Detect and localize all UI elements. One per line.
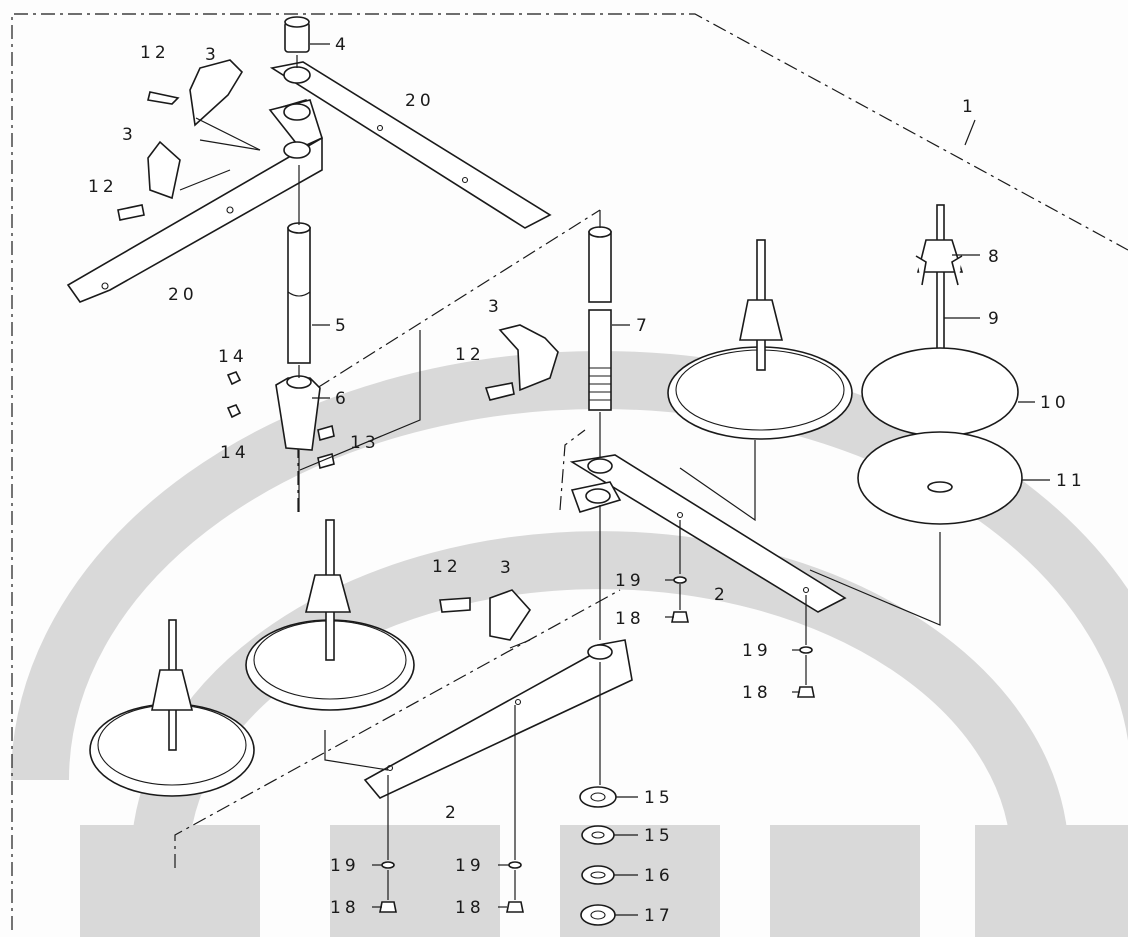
callout-19-c: 19 [330,856,360,876]
callout-18-b: 18 [742,683,772,703]
callout-3-d: 3 [500,558,515,578]
callout-6: 6 [335,389,350,409]
callout-18-c: 18 [330,898,360,918]
callout-18-a: 18 [615,609,645,629]
spool-holder-left-2 [245,519,415,711]
spool-holder-middle [667,239,853,440]
callout-19-a: 19 [615,571,645,591]
callout-1: 1 [962,97,977,117]
callout-2-right: 2 [714,585,729,605]
callout-12-c: 12 [455,345,485,365]
assembly-boundary [11,13,1128,930]
callout-2-left: 2 [445,803,460,823]
group-divider-lower [174,589,621,868]
spool-assembly-right [857,204,1023,525]
washer-stack [579,786,617,926]
callout-20-a: 20 [405,91,435,111]
collar-part [226,370,335,470]
callout-4: 4 [335,35,350,55]
callout-3-a: 3 [205,45,220,65]
callout-12-b: 12 [88,177,118,197]
nut-washer-set [379,576,815,913]
arm-lower-right [569,454,847,613]
bushing-part [284,16,310,53]
callout-9: 9 [988,309,1003,329]
callout-5: 5 [335,316,350,336]
callout-11: 11 [1056,471,1086,491]
callout-12-d: 12 [432,557,462,577]
callout-8: 8 [988,247,1003,267]
clamp-group-upper [117,59,261,221]
divider-stub [559,429,586,511]
arm-upper-back [269,61,552,229]
leader-lines [199,55,941,900]
arm-upper-front [66,99,324,303]
tube-upper [287,222,311,364]
callout-3-b: 3 [122,125,137,145]
post-upper [588,226,612,411]
callout-16: 16 [644,866,674,886]
callout-7: 7 [636,316,651,336]
callout-3-c: 3 [488,297,503,317]
spool-holder-left-1 [89,619,255,797]
callout-15-a: 15 [644,788,674,808]
callout-12-a: 12 [140,43,170,63]
callout-14-a: 14 [218,347,248,367]
clamp-group-middle [484,324,559,401]
callout-10: 10 [1040,393,1070,413]
callout-leaders [310,43,1050,916]
arm-lower-left [363,589,633,799]
callout-labels: 1 2 2 3 3 3 3 4 5 6 7 8 9 10 11 12 12 12… [88,35,1086,926]
callout-19-d: 19 [455,856,485,876]
callout-19-b: 19 [742,641,772,661]
callout-18-d: 18 [455,898,485,918]
callout-20-b: 20 [168,285,198,305]
callout-14-b: 14 [220,443,250,463]
callout-13: 13 [350,433,380,453]
callout-17: 17 [644,906,674,926]
callout-15-b: 15 [644,826,674,846]
